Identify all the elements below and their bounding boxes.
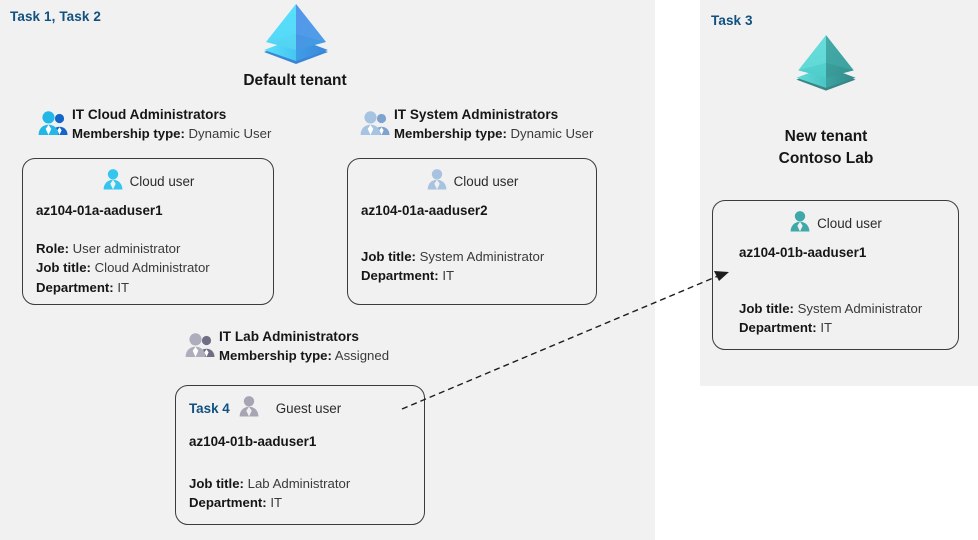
new-tenant-name-line1: New tenant <box>784 128 868 145</box>
cloud-user-icon <box>789 210 811 237</box>
attr-label: Department: <box>739 320 817 336</box>
attr-label: Role: <box>36 241 69 256</box>
card-header-label: Cloud user <box>817 216 882 231</box>
group-it-lab-administrators: IT Lab Administrators Membership type: A… <box>185 328 389 365</box>
attr-label: Job title: <box>361 249 416 264</box>
cloud-user-icon <box>426 168 448 195</box>
card-user-name: az104-01a-aaduser1 <box>36 203 163 218</box>
attr-value: IT <box>442 268 455 284</box>
attr-label: Job title: <box>739 301 794 316</box>
attr-value: Cloud Administrator <box>94 260 210 276</box>
group-users-icon <box>185 332 215 363</box>
attr-value: System Administrator <box>419 249 545 264</box>
card-header: Cloud user <box>23 168 273 195</box>
group-membership: Membership type: Assigned <box>219 346 389 365</box>
card-attributes: Job title: Lab Administrator Department:… <box>189 474 350 513</box>
card-user-name: az104-01b-aaduser1 <box>739 245 867 260</box>
default-tenant-name: Default tenant <box>243 72 347 89</box>
membership-label: Membership type: <box>219 348 332 364</box>
card-header-label: Cloud user <box>453 174 519 189</box>
membership-label: Membership type: <box>72 126 185 142</box>
card-header-label: Guest user <box>275 401 342 416</box>
new-tenant-name: New tenant Contoso Lab <box>726 126 926 171</box>
card-header: Cloud user <box>348 168 596 195</box>
group-users-icon <box>38 110 68 141</box>
attr-label: Job title: <box>36 260 91 276</box>
group-title: IT Lab Administrators <box>219 329 359 344</box>
task-label-4: Task 4 <box>189 401 230 416</box>
group-it-system-administrators: IT System Administrators Membership type… <box>360 106 593 143</box>
cloud-user-icon <box>102 168 124 195</box>
attr-value: IT <box>270 495 283 511</box>
card-header-label: Cloud user <box>129 174 195 189</box>
membership-label: Membership type: <box>394 126 507 142</box>
attr-department: Department: IT <box>189 493 350 512</box>
attr-job-title: Job title: System Administrator <box>361 247 544 266</box>
attr-job-title: Job title: Cloud Administrator <box>36 258 210 277</box>
attr-value: IT <box>820 320 833 336</box>
guest-user-icon <box>238 395 260 422</box>
new-tenant-name-line2: Contoso Lab <box>778 150 874 168</box>
attr-label: Department: <box>361 268 439 284</box>
card-attributes: Job title: System Administrator Departme… <box>739 299 922 338</box>
entra-tenant-pyramid-icon <box>789 33 863 91</box>
card-attributes: Role: User administrator Job title: Clou… <box>36 239 210 297</box>
attr-role: Role: User administrator <box>36 239 210 258</box>
attr-value: System Administrator <box>797 301 923 316</box>
membership-value: Assigned <box>334 348 390 364</box>
entra-tenant-pyramid-icon <box>256 2 336 64</box>
attr-value: Lab Administrator <box>247 476 351 491</box>
card-header: Task 4 Guest user <box>176 395 437 422</box>
user-card-aaduser2[interactable]: Cloud user az104-01a-aaduser2 Job title:… <box>347 158 597 305</box>
guest-user-card-aaduser1[interactable]: Task 4 Guest user az104-01b-aaduser1 Job… <box>175 385 425 525</box>
group-title: IT System Administrators <box>394 107 559 122</box>
attr-label: Job title: <box>189 476 244 491</box>
attr-department: Department: IT <box>361 266 544 285</box>
attr-job-title: Job title: System Administrator <box>739 299 922 318</box>
group-it-cloud-administrators: IT Cloud Administrators Membership type:… <box>38 106 271 143</box>
card-attributes: Job title: System Administrator Departme… <box>361 247 544 286</box>
task-label-3: Task 3 <box>711 13 753 28</box>
card-user-name: az104-01a-aaduser2 <box>361 203 488 218</box>
attr-value: User administrator <box>72 241 181 256</box>
attr-value: IT <box>117 279 130 295</box>
user-card-new-tenant-aaduser1[interactable]: Cloud user az104-01b-aaduser1 Job title:… <box>712 200 959 350</box>
attr-label: Department: <box>189 495 267 511</box>
attr-label: Department: <box>36 279 114 295</box>
attr-department: Department: IT <box>36 278 210 297</box>
membership-value: Dynamic User <box>188 126 272 142</box>
group-membership: Membership type: Dynamic User <box>394 124 593 143</box>
card-header: Cloud user <box>713 210 958 237</box>
task-label-1-2: Task 1, Task 2 <box>10 9 101 24</box>
attr-department: Department: IT <box>739 318 922 337</box>
card-user-name: az104-01b-aaduser1 <box>189 434 317 449</box>
user-card-aaduser1[interactable]: Cloud user az104-01a-aaduser1 Role: User… <box>22 158 274 305</box>
group-title: IT Cloud Administrators <box>72 107 227 122</box>
membership-value: Dynamic User <box>510 126 594 142</box>
group-users-icon <box>360 110 390 141</box>
group-membership: Membership type: Dynamic User <box>72 124 271 143</box>
attr-job-title: Job title: Lab Administrator <box>189 474 350 493</box>
